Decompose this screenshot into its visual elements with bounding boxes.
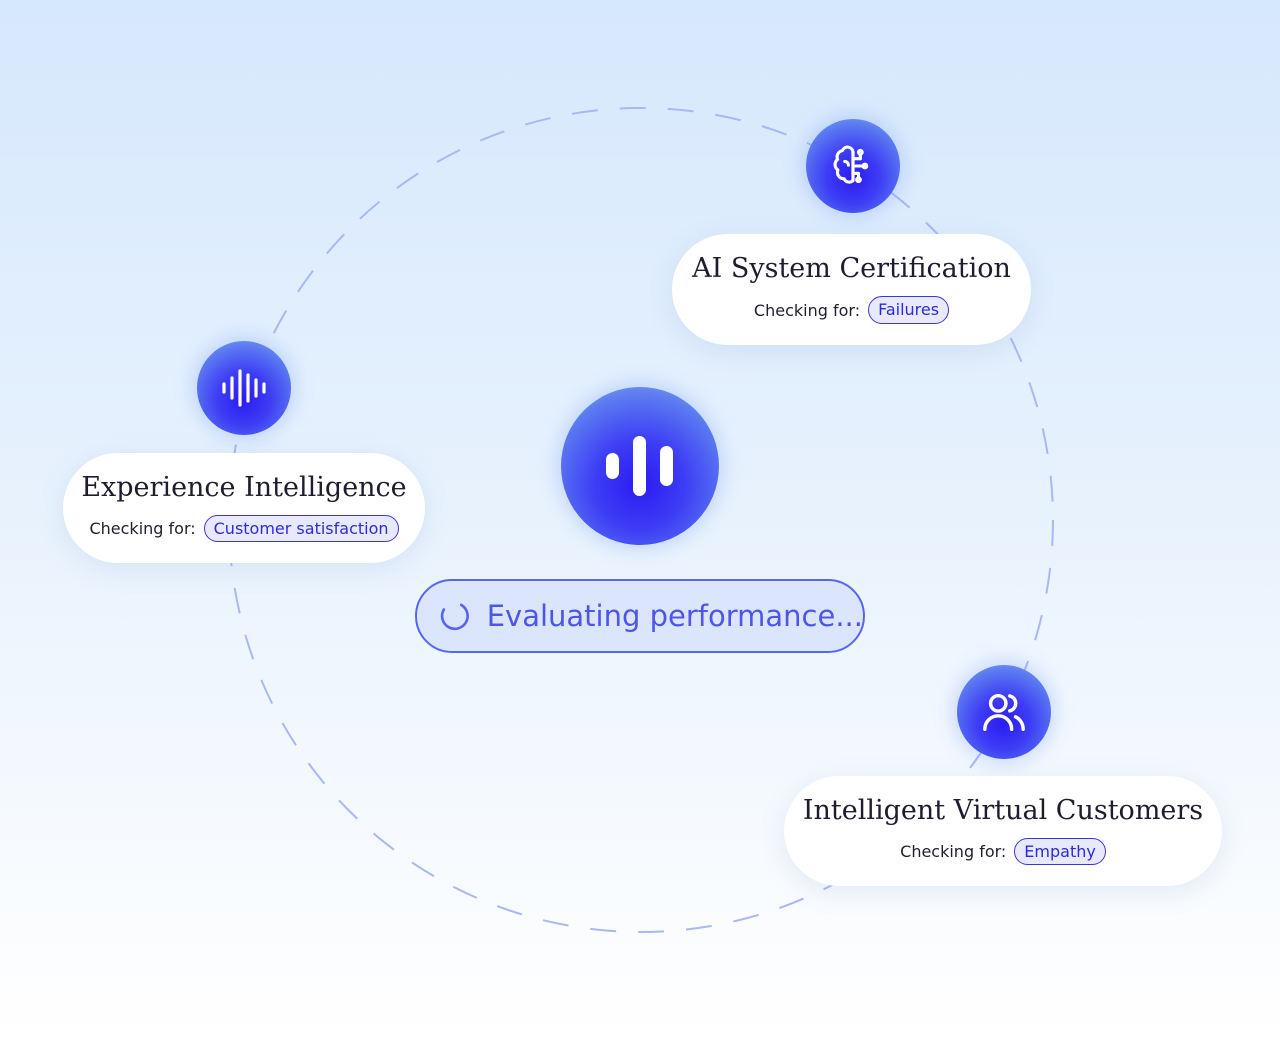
experience-card: Experience Intelligence Checking for: Cu… [63, 453, 425, 563]
checking-for-label: Checking for: [753, 300, 861, 320]
audio-bars-icon [606, 436, 673, 496]
checking-tag: Failures [868, 296, 950, 324]
card-title: Experience Intelligence [81, 471, 407, 503]
checking-tag: Customer satisfaction [203, 514, 399, 543]
brain-circuit-icon [833, 145, 869, 184]
status-text: Evaluating performance... [486, 599, 863, 633]
checking-tag: Empathy [1014, 837, 1106, 866]
virtual-customers-card: Intelligent Virtual Customers Checking f… [784, 776, 1222, 886]
card-title: Intelligent Virtual Customers [802, 794, 1204, 826]
ai-certification-card: AI System Certification Checking for: Fa… [672, 234, 1031, 345]
experience-orb [197, 341, 291, 435]
users-icon [983, 693, 1025, 731]
loading-spinner-icon [440, 601, 469, 631]
checking-for-label: Checking for: [89, 519, 196, 538]
sound-wave-icon [222, 369, 266, 407]
card-title: AI System Certification [692, 253, 1011, 285]
checking-for-label: Checking for: [900, 842, 1007, 861]
evaluation-status: Evaluating performance... [415, 579, 865, 653]
center-orb [561, 387, 719, 545]
virtual-customers-orb [957, 665, 1051, 759]
ai-certification-orb [806, 119, 900, 213]
